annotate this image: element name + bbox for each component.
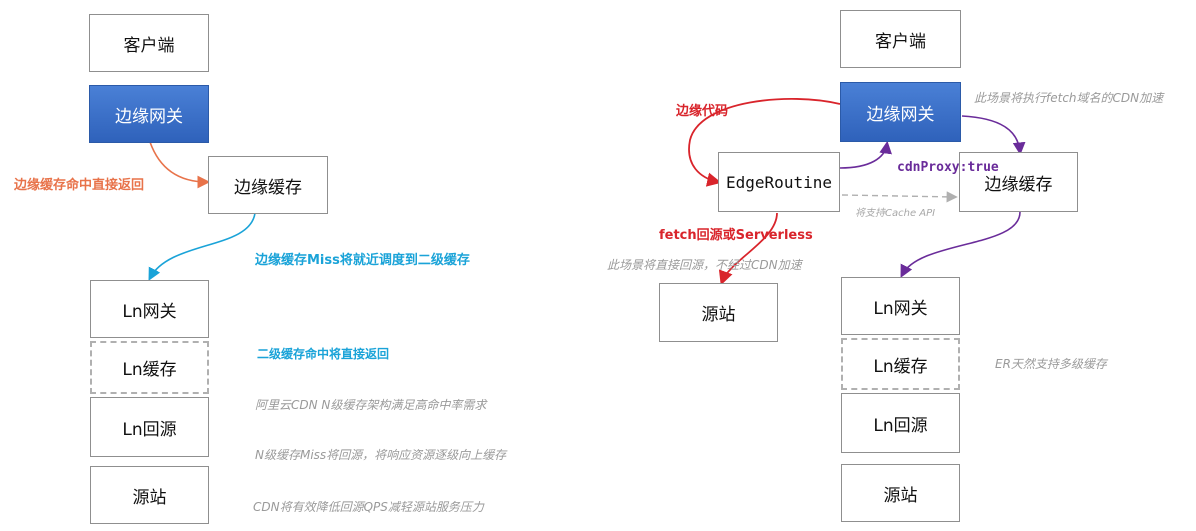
label-edge-code: 边缘代码 xyxy=(676,104,729,119)
left-edge-cache-label: 边缘缓存 xyxy=(234,177,302,198)
arrow-edgeroutine-to-gateway xyxy=(839,140,892,169)
right-origin-bottom-box: 源站 xyxy=(841,464,960,522)
right-ln-gateway-box: Ln网关 xyxy=(841,277,960,335)
right-edge-cache-label: 边缘缓存 xyxy=(984,174,1053,195)
left-edge-gateway-label: 边缘网关 xyxy=(115,106,183,127)
arrow-cache-to-ln-gateway xyxy=(900,211,1021,278)
left-client-label: 客户端 xyxy=(123,35,175,56)
arrow-edgeroutine-cache-api xyxy=(841,191,958,203)
arrow-gateway-to-cache xyxy=(961,115,1026,156)
note-er-multilevel: ER天然支持多级缓存 xyxy=(995,357,1107,371)
right-ln-origin-back-box: Ln回源 xyxy=(841,393,960,453)
arrow-gateway-to-edgeroutine xyxy=(688,97,841,187)
right-edge-gateway-box: 边缘网关 xyxy=(840,82,961,142)
note-direct-origin: 此场景将直接回源，不经过CDN加速 xyxy=(607,258,802,272)
note-cdn-qps: CDN将有效降低回源QPS减轻源站服务压力 xyxy=(253,500,484,514)
note-n-level-cache: 阿里云CDN N级缓存架构满足高命中率需求 xyxy=(255,398,487,412)
left-ln-origin-back-label: Ln回源 xyxy=(122,419,177,440)
left-ln-origin-back-box: Ln回源 xyxy=(90,397,209,457)
right-edgeroutine-label: EdgeRoutine xyxy=(726,172,832,192)
left-edge-cache-box: 边缘缓存 xyxy=(208,156,328,214)
label-edge-cache-miss: 边缘缓存Miss将就近调度到二级缓存 xyxy=(255,253,470,268)
arrow-cache-miss-to-ln xyxy=(148,212,256,281)
right-origin-label: 源站 xyxy=(701,305,736,325)
arrow-edgeroutine-to-origin xyxy=(718,212,778,286)
left-origin-label: 源站 xyxy=(132,487,167,508)
label-cache-api: 将支持Cache API xyxy=(855,208,936,219)
label-edge-cache-hit: 边缘缓存命中直接返回 xyxy=(14,178,145,193)
right-ln-gateway-label: Ln网关 xyxy=(873,298,928,319)
right-origin-bottom-label: 源站 xyxy=(883,485,918,506)
left-ln-gateway-box: Ln网关 xyxy=(90,280,209,338)
label-cdnproxy: cdnProxy:true xyxy=(897,160,999,175)
left-edge-gateway-box: 边缘网关 xyxy=(89,85,209,143)
right-client-label: 客户端 xyxy=(875,31,926,52)
label-l2-cache-hit: 二级缓存命中将直接返回 xyxy=(257,347,390,361)
right-ln-cache-label: Ln缓存 xyxy=(873,356,928,377)
right-edge-gateway-label: 边缘网关 xyxy=(866,104,935,125)
label-fetch-origin: fetch回源或Serverless xyxy=(659,228,813,243)
left-ln-gateway-label: Ln网关 xyxy=(122,301,177,322)
right-edge-cache-box: 边缘缓存 xyxy=(959,152,1078,212)
right-client-box: 客户端 xyxy=(840,10,961,68)
note-miss-origin: N级缓存Miss将回源，将响应资源逐级向上缓存 xyxy=(255,448,507,462)
note-fetch-domain-cdn: 此场景将执行fetch域名的CDN加速 xyxy=(974,91,1164,105)
left-ln-cache-label: Ln缓存 xyxy=(122,360,177,380)
right-edgeroutine-box: EdgeRoutine xyxy=(718,152,840,212)
left-client-box: 客户端 xyxy=(89,14,209,72)
left-ln-cache-box: Ln缓存 xyxy=(90,341,209,394)
right-ln-cache-box: Ln缓存 xyxy=(841,338,960,390)
arrow-edge-gateway-to-cache xyxy=(149,141,211,189)
right-origin-box: 源站 xyxy=(659,283,778,342)
left-origin-box: 源站 xyxy=(90,466,209,524)
right-ln-origin-back-label: Ln回源 xyxy=(873,415,928,436)
